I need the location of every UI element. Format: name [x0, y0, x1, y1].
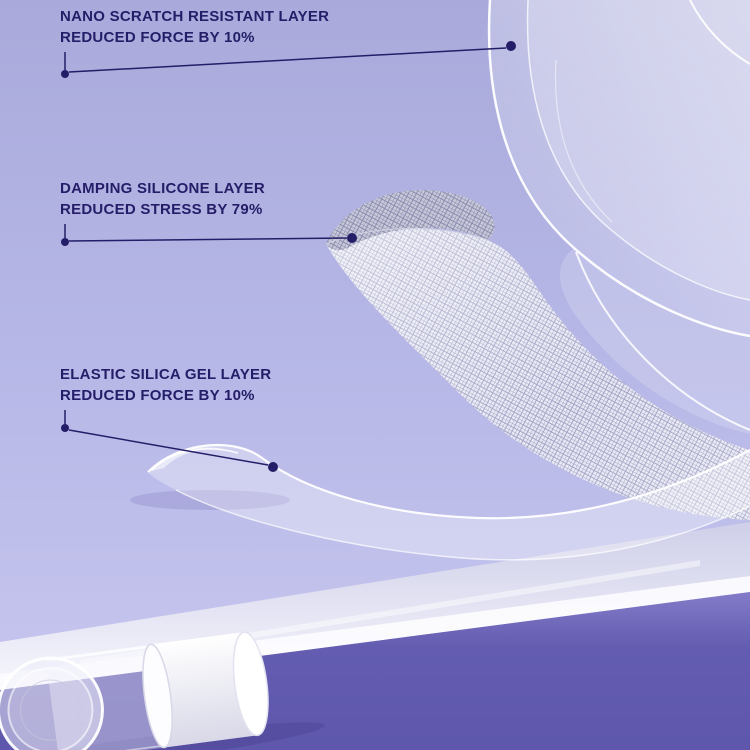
callout-dot — [61, 424, 69, 432]
callout-damping-silicone-layer: DAMPING SILICONE LAYER REDUCED STRESS BY… — [60, 178, 265, 220]
callout-title: DAMPING SILICONE LAYER — [60, 180, 265, 197]
callout-dot — [506, 41, 516, 51]
callout-subtitle: REDUCED FORCE BY 10% — [60, 29, 255, 46]
callout-subtitle: REDUCED FORCE BY 10% — [60, 387, 255, 404]
glass-layer-graphic — [487, 0, 750, 434]
callout-nano-scratch-layer: NANO SCRATCH RESISTANT LAYER REDUCED FOR… — [60, 6, 329, 48]
leader-line — [68, 429, 269, 466]
callout-elastic-silica-gel-layer: ELASTIC SILICA GEL LAYER REDUCED FORCE B… — [60, 364, 271, 406]
leader-lines — [61, 41, 516, 472]
gel-layer-graphic — [130, 443, 750, 561]
callout-subtitle: REDUCED STRESS BY 79% — [60, 201, 263, 218]
cylinder-white-band — [150, 632, 258, 748]
glass-edge — [487, 0, 750, 338]
mesh-curl — [326, 189, 495, 251]
mesh-layer-graphic — [325, 189, 750, 520]
callout-dot — [61, 70, 69, 78]
leader-line — [68, 47, 507, 73]
callout-title: ELASTIC SILICA GEL LAYER — [60, 366, 272, 383]
callout-dot — [268, 462, 278, 472]
gel-top-edge — [147, 443, 750, 520]
leader-line — [68, 237, 348, 242]
cylinder-end-cap — [232, 631, 269, 737]
callout-dot — [61, 238, 69, 246]
clear-cylinder — [0, 631, 325, 750]
callout-dot — [347, 233, 357, 243]
gel-shadow — [130, 490, 290, 510]
cylinder-open-end — [0, 656, 104, 750]
callout-title: NANO SCRATCH RESISTANT LAYER — [60, 8, 330, 25]
